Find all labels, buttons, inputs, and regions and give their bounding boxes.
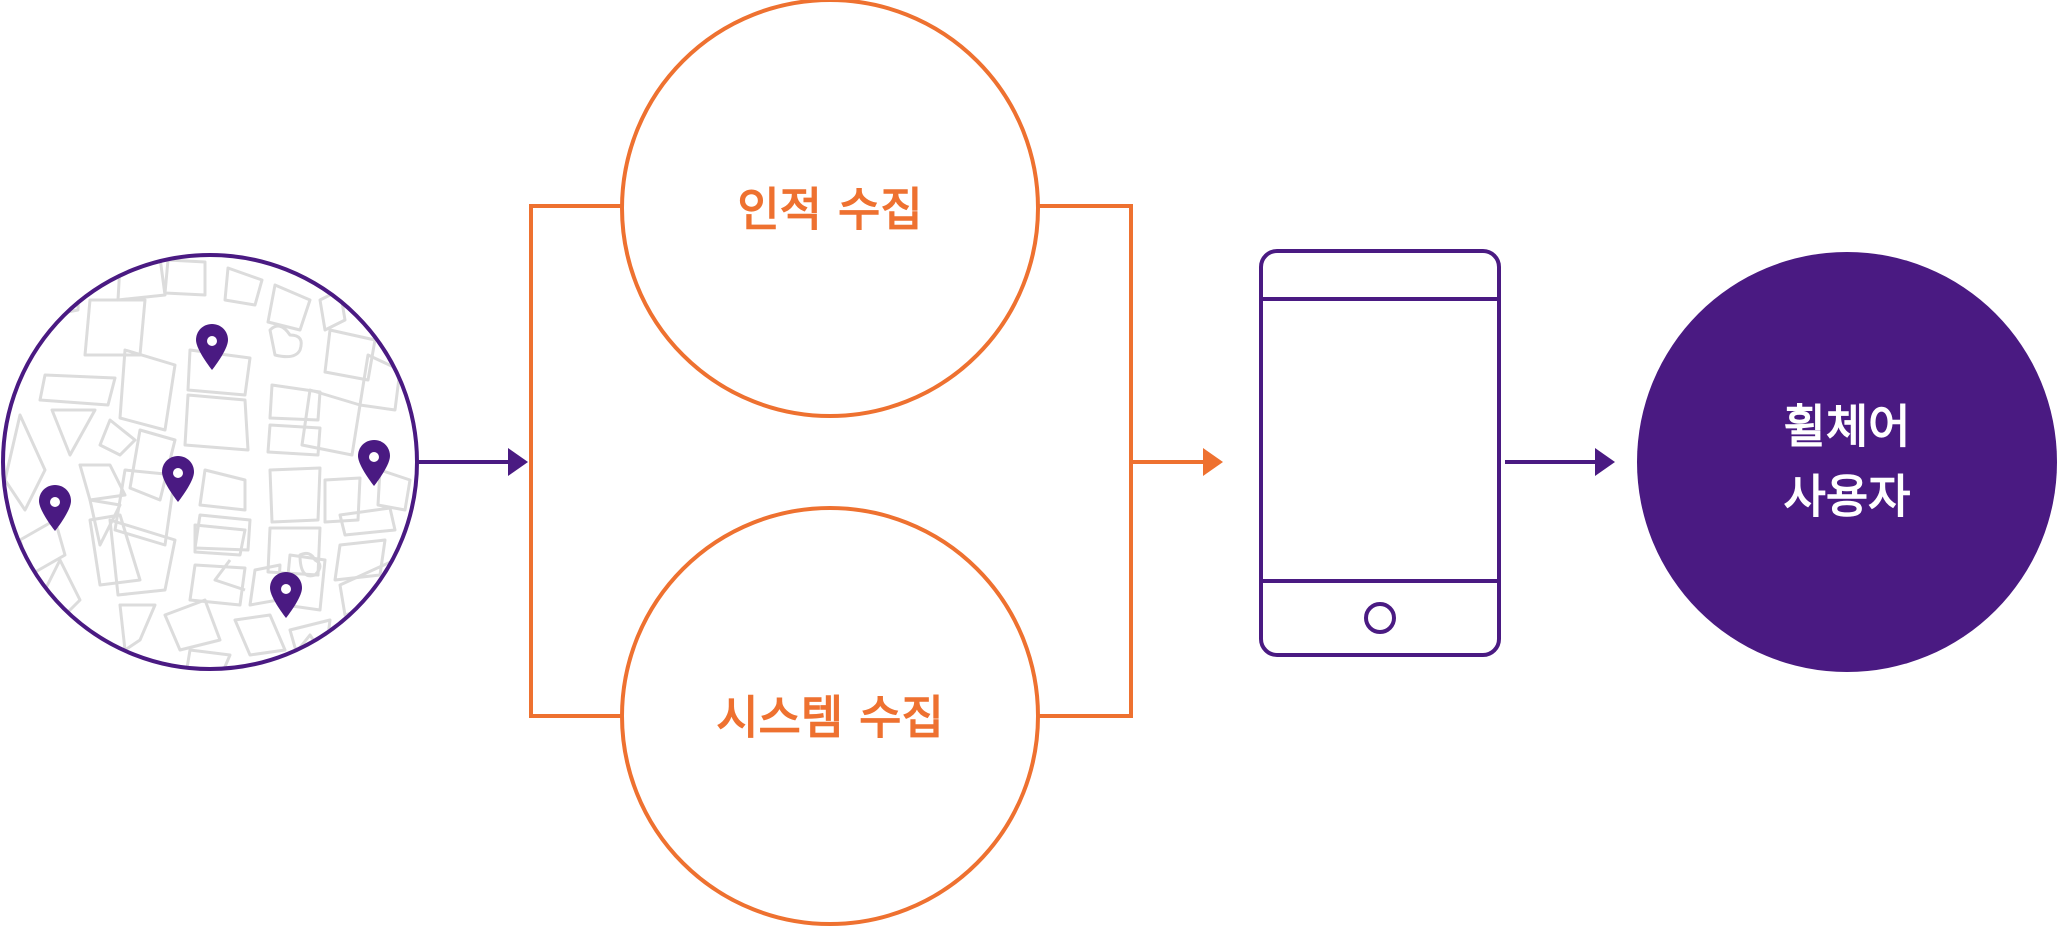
location-pin-icon [196, 324, 228, 370]
system-collection-label: 시스템 수집 [716, 691, 944, 745]
location-pin-icon [39, 485, 71, 531]
arrow-collection-to-tablet [1131, 448, 1223, 476]
tablet-icon [1259, 249, 1501, 657]
location-pin-icon [358, 440, 390, 486]
wheelchair-user-label-line2: 사용자 [1784, 470, 1911, 524]
map-streets [3, 256, 412, 669]
human-collection-label: 인적 수집 [737, 183, 922, 237]
wheelchair-user-node: 휠체어 사용자 [1637, 252, 2057, 672]
system-collection-node: 시스템 수집 [620, 506, 1040, 926]
arrow-map-to-collection [417, 448, 528, 476]
human-collection-node: 인적 수집 [620, 0, 1040, 418]
location-pin-icon [162, 456, 194, 502]
location-pin-icon [270, 572, 302, 618]
wheelchair-user-label-line1: 휠체어 [1784, 400, 1911, 454]
map-icon [1, 253, 419, 671]
arrow-tablet-to-user [1505, 448, 1615, 476]
